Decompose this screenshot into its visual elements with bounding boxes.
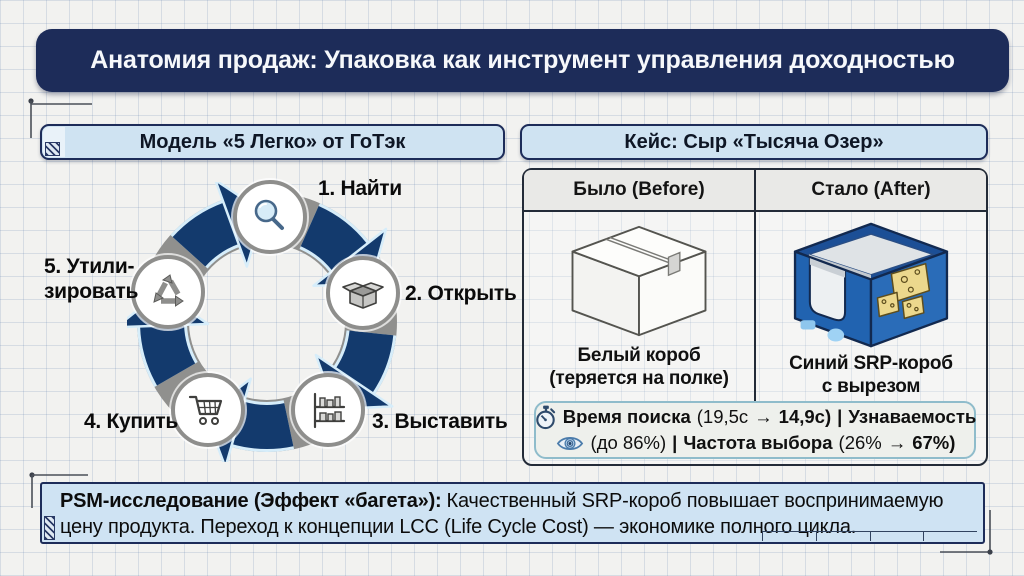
right-panel-title: Кейс: Сыр «Тысяча Озер»: [624, 130, 884, 153]
stat-choice-label: Частота выбора: [683, 432, 833, 453]
step-circle-buy: [171, 373, 245, 447]
left-panel-title: Модель «5 Легко» от ГоТэк: [139, 130, 406, 153]
blueprint-title-block: [762, 531, 977, 541]
shopping-cart-icon: [188, 395, 223, 425]
magnifier-icon: [254, 199, 284, 230]
stat-recognition-value: (до 86%): [590, 432, 667, 453]
after-cell: Синий SRP-короб с вырезом: [756, 212, 986, 402]
before-header: Было (Before): [524, 170, 756, 210]
stat-recognition-label: Узнаваемость: [848, 406, 977, 427]
separator-pipe: |: [672, 432, 678, 453]
step-circle-recycle: [131, 255, 205, 329]
stat-search-time-before: (19,5с: [696, 406, 749, 427]
step-circle-find: [233, 180, 307, 254]
before-cell: Белый короб (теряется на полке): [524, 212, 756, 402]
case-table-body: Белый короб (теряется на полке): [524, 212, 986, 402]
step-label-recycle: 5. Утили- зировать: [44, 255, 139, 303]
arrow-right-glyph: →: [887, 432, 907, 453]
psm-bold-lead: PSM-исследование (Эффект «багета»):: [60, 490, 442, 512]
step-label-buy: 4. Купить: [84, 410, 178, 433]
hatch-mark: [44, 516, 55, 540]
drafting-corner-mark: [28, 98, 92, 138]
eye-icon: [556, 436, 583, 450]
stat-choice-before: (26%: [838, 432, 882, 453]
stat-choice-after: 67%): [912, 432, 956, 453]
stat-search-time-label: Время поиска: [562, 406, 691, 427]
right-panel-title-bar: Кейс: Сыр «Тысяча Озер»: [520, 124, 988, 160]
left-panel-title-bar: Модель «5 Легко» от ГоТэк: [40, 124, 505, 160]
stats-line-2: (до 86%) | Частота выбора (26% → 67%): [552, 430, 959, 456]
step-label-find: 1. Найти: [318, 177, 402, 200]
after-header: Стало (After): [811, 179, 931, 200]
separator-pipe: |: [837, 406, 843, 427]
blue-srp-box-illustration: [793, 222, 949, 348]
slide-title: Анатомия продаж: Упаковка как инструмент…: [90, 46, 955, 74]
psm-conclusion-bar: PSM-исследование (Эффект «багета»):Качес…: [40, 482, 985, 544]
slide-title-bar: Анатомия продаж: Упаковка как инструмент…: [36, 29, 1009, 92]
case-before-after-table: Было (Before) Стало (After) Белый короб …: [522, 168, 988, 466]
arrow-right-glyph: →: [754, 406, 773, 427]
recycle-icon: [153, 274, 184, 307]
after-caption: Синий SRP-короб с вырезом: [789, 353, 953, 397]
drafting-corner-mark: [940, 510, 993, 555]
stopwatch-icon: [535, 405, 555, 429]
white-box-illustration: [571, 225, 707, 337]
step-label-open: 2. Открыть: [405, 282, 517, 305]
psm-text: Качественный SRP-короб повышает восприни…: [60, 490, 944, 538]
drafting-corner-mark: [29, 472, 88, 508]
stats-line-1: Время поиска (19,5с → 14,9с) | Узнаваемо…: [531, 404, 980, 430]
step-circle-display: [291, 373, 365, 447]
step-label-display: 3. Выставить: [372, 410, 508, 433]
step-circle-open: [326, 256, 400, 330]
case-stats-bar: Время поиска (19,5с → 14,9с) | Узнаваемо…: [534, 401, 976, 459]
shelf-display-icon: [313, 392, 346, 429]
before-caption: Белый короб (теряется на полке): [549, 345, 729, 389]
open-box-icon: [342, 282, 384, 309]
case-table-header-row: Было (Before) Стало (After): [524, 170, 986, 212]
stat-search-time-after: 14,9с): [778, 406, 832, 427]
hatch-mark: [45, 142, 60, 156]
